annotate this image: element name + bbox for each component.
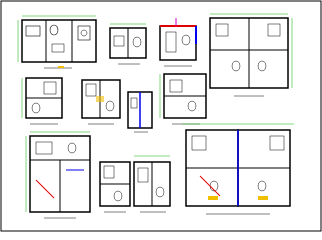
plan-2 xyxy=(109,23,147,65)
plan-1 xyxy=(17,15,97,69)
plan-12 xyxy=(185,129,239,207)
cad-drawing-sheet xyxy=(0,0,322,232)
plan-13 xyxy=(182,123,294,215)
plan-3 xyxy=(159,18,197,67)
sheet-border xyxy=(0,0,322,232)
plan-5 xyxy=(21,77,63,125)
plan-9 xyxy=(25,131,91,219)
plan-4 xyxy=(209,13,293,97)
plan-11 xyxy=(133,155,171,213)
plan-8 xyxy=(159,73,207,125)
plan-10 xyxy=(99,161,131,213)
plan-6 xyxy=(81,79,121,125)
plan-7 xyxy=(127,91,153,133)
